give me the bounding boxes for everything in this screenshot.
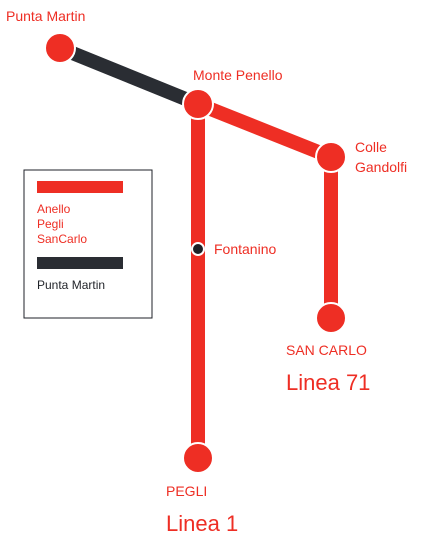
route-monte-penello-colle-gandolfi xyxy=(195,97,334,164)
station-colle-gandolfi[interactable] xyxy=(315,141,347,173)
label-san-carlo: SAN CARLO xyxy=(286,342,367,358)
line-name-71: Linea 71 xyxy=(286,370,370,395)
label-colle: Colle xyxy=(355,139,387,155)
label-monte-penello: Monte Penello xyxy=(193,67,283,83)
station-pegli[interactable] xyxy=(182,442,214,474)
legend-box xyxy=(23,169,153,319)
station-san-carlo[interactable] xyxy=(315,302,347,334)
legend-red-label-2: Pegli xyxy=(37,217,64,231)
label-pegli: PEGLI xyxy=(166,483,207,499)
legend-red-swatch xyxy=(37,181,123,193)
legend-red-label-3: SanCarlo xyxy=(37,232,87,246)
legend-dark-swatch xyxy=(37,257,123,269)
label-gandolfi: Gandolfi xyxy=(355,159,407,175)
legend-red-label-1: Anello xyxy=(37,202,71,216)
line-name-1: Linea 1 xyxy=(166,511,238,536)
legend-dark-label: Punta Martin xyxy=(37,278,105,292)
label-punta-martin: Punta Martin xyxy=(6,8,85,24)
station-fontanino[interactable] xyxy=(191,242,205,256)
label-fontanino: Fontanino xyxy=(214,241,276,257)
station-punta-martin[interactable] xyxy=(44,32,76,64)
legend: Anello Pegli SanCarlo Punta Martin xyxy=(23,169,153,319)
station-monte-penello[interactable] xyxy=(182,88,214,120)
route-punta-martin xyxy=(57,41,201,111)
